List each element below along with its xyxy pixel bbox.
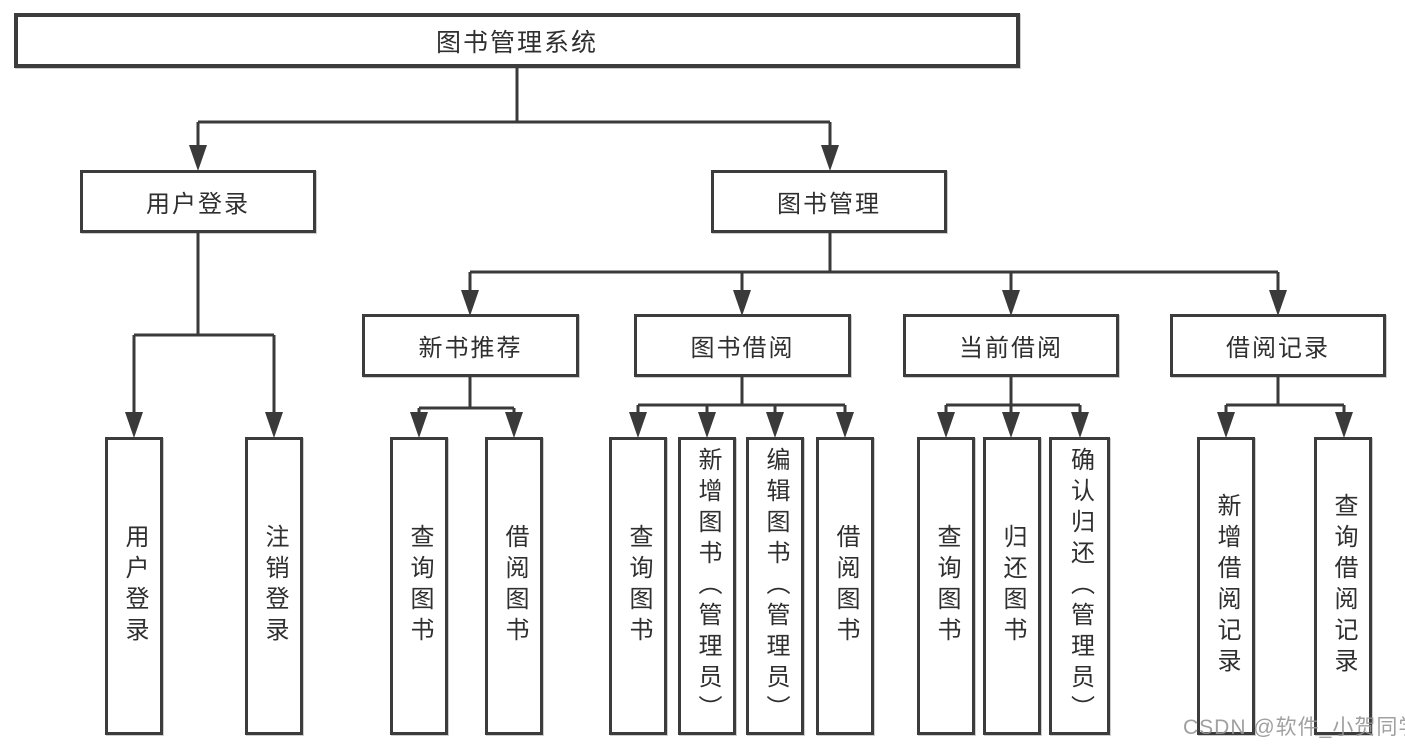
node-book-management: 图书管理 — [711, 170, 947, 233]
node-root-system: 图书管理系统 — [14, 13, 1020, 68]
node-book-borrowing: 图书借阅 — [634, 314, 851, 377]
node-new-book-recommendation: 新书推荐 — [362, 314, 579, 377]
node-current-borrowing: 当前借阅 — [903, 314, 1119, 377]
leaf-cb-return-books: 归还图书 — [983, 437, 1041, 735]
node-user-login: 用户登录 — [80, 170, 316, 233]
leaf-bb-add-books-admin: 新增图书（管理员） — [678, 437, 736, 735]
leaf-cb-confirm-return-admin: 确认归还（管理员） — [1049, 437, 1110, 735]
leaf-nb-query-books: 查询图书 — [390, 437, 448, 735]
leaf-logout: 注销登录 — [245, 437, 303, 735]
node-borrowing-records: 借阅记录 — [1170, 314, 1386, 377]
leaf-br-query-record: 查询借阅记录 — [1314, 437, 1372, 735]
leaf-bb-edit-books-admin: 编辑图书（管理员） — [746, 437, 804, 735]
leaf-bb-borrow-books: 借阅图书 — [816, 437, 874, 735]
leaf-br-add-record: 新增借阅记录 — [1197, 437, 1255, 735]
watermark-text: CSDN @软件_小贺同学 — [1183, 716, 1405, 739]
leaf-bb-query-books: 查询图书 — [609, 437, 667, 735]
leaf-user-login: 用户登录 — [105, 437, 163, 735]
leaf-nb-borrow-books: 借阅图书 — [485, 437, 543, 735]
leaf-cb-query-books: 查询图书 — [917, 437, 975, 735]
